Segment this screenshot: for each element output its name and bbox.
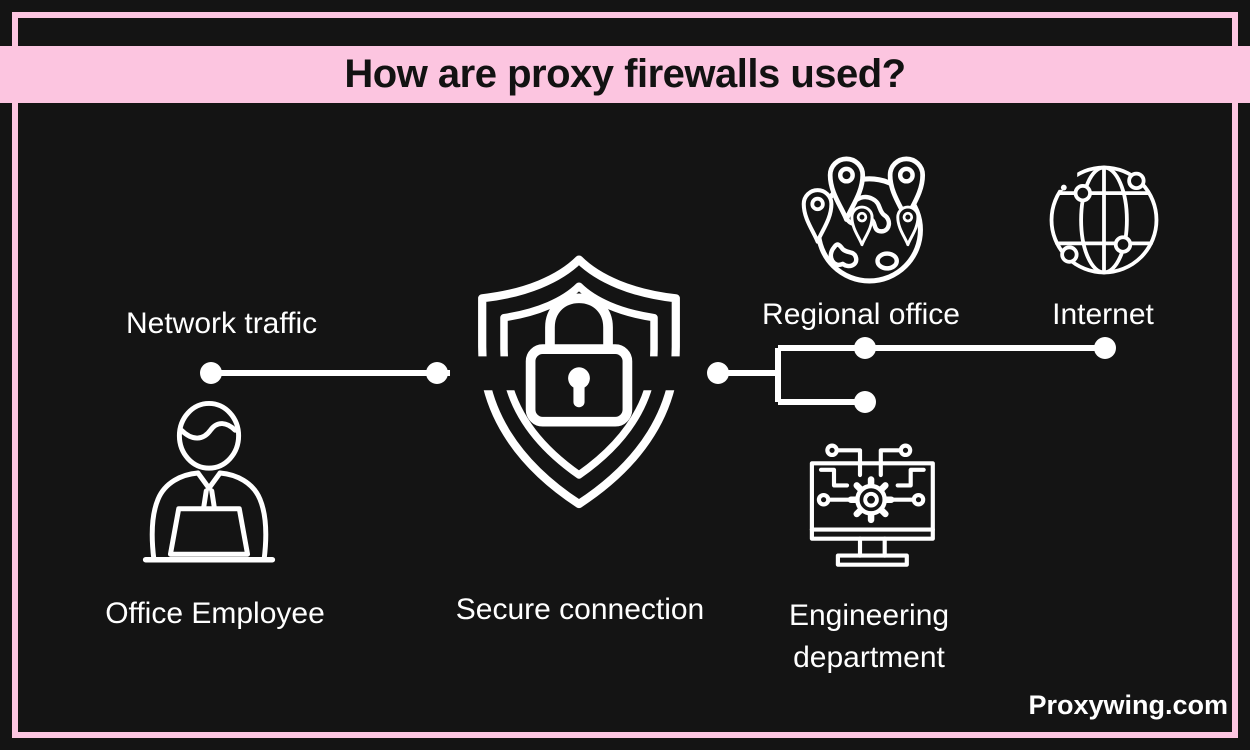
title-banner: How are proxy firewalls used? <box>0 46 1250 103</box>
person-at-laptop-icon <box>142 400 276 563</box>
engineering-label-line2: department <box>793 641 945 674</box>
engineering-label-line1: Engineering <box>788 599 950 632</box>
shield-lock-icon <box>462 255 696 509</box>
engineering-department-label: Engineering department <box>749 595 989 679</box>
monitor-gear-circuit-icon <box>809 443 935 567</box>
secure-connection-label: Secure connection <box>455 593 705 626</box>
globe-map-pins-icon <box>795 147 926 284</box>
internet-label: Internet <box>1052 298 1154 331</box>
network-traffic-label: Network traffic <box>126 307 318 340</box>
globe-network-icon <box>1049 165 1159 275</box>
office-employee-label: Office Employee <box>105 597 325 630</box>
regional-office-label: Regional office <box>762 298 960 331</box>
page-title: How are proxy firewalls used? <box>344 52 906 96</box>
watermark-text: Proxywing.com <box>1028 690 1228 720</box>
